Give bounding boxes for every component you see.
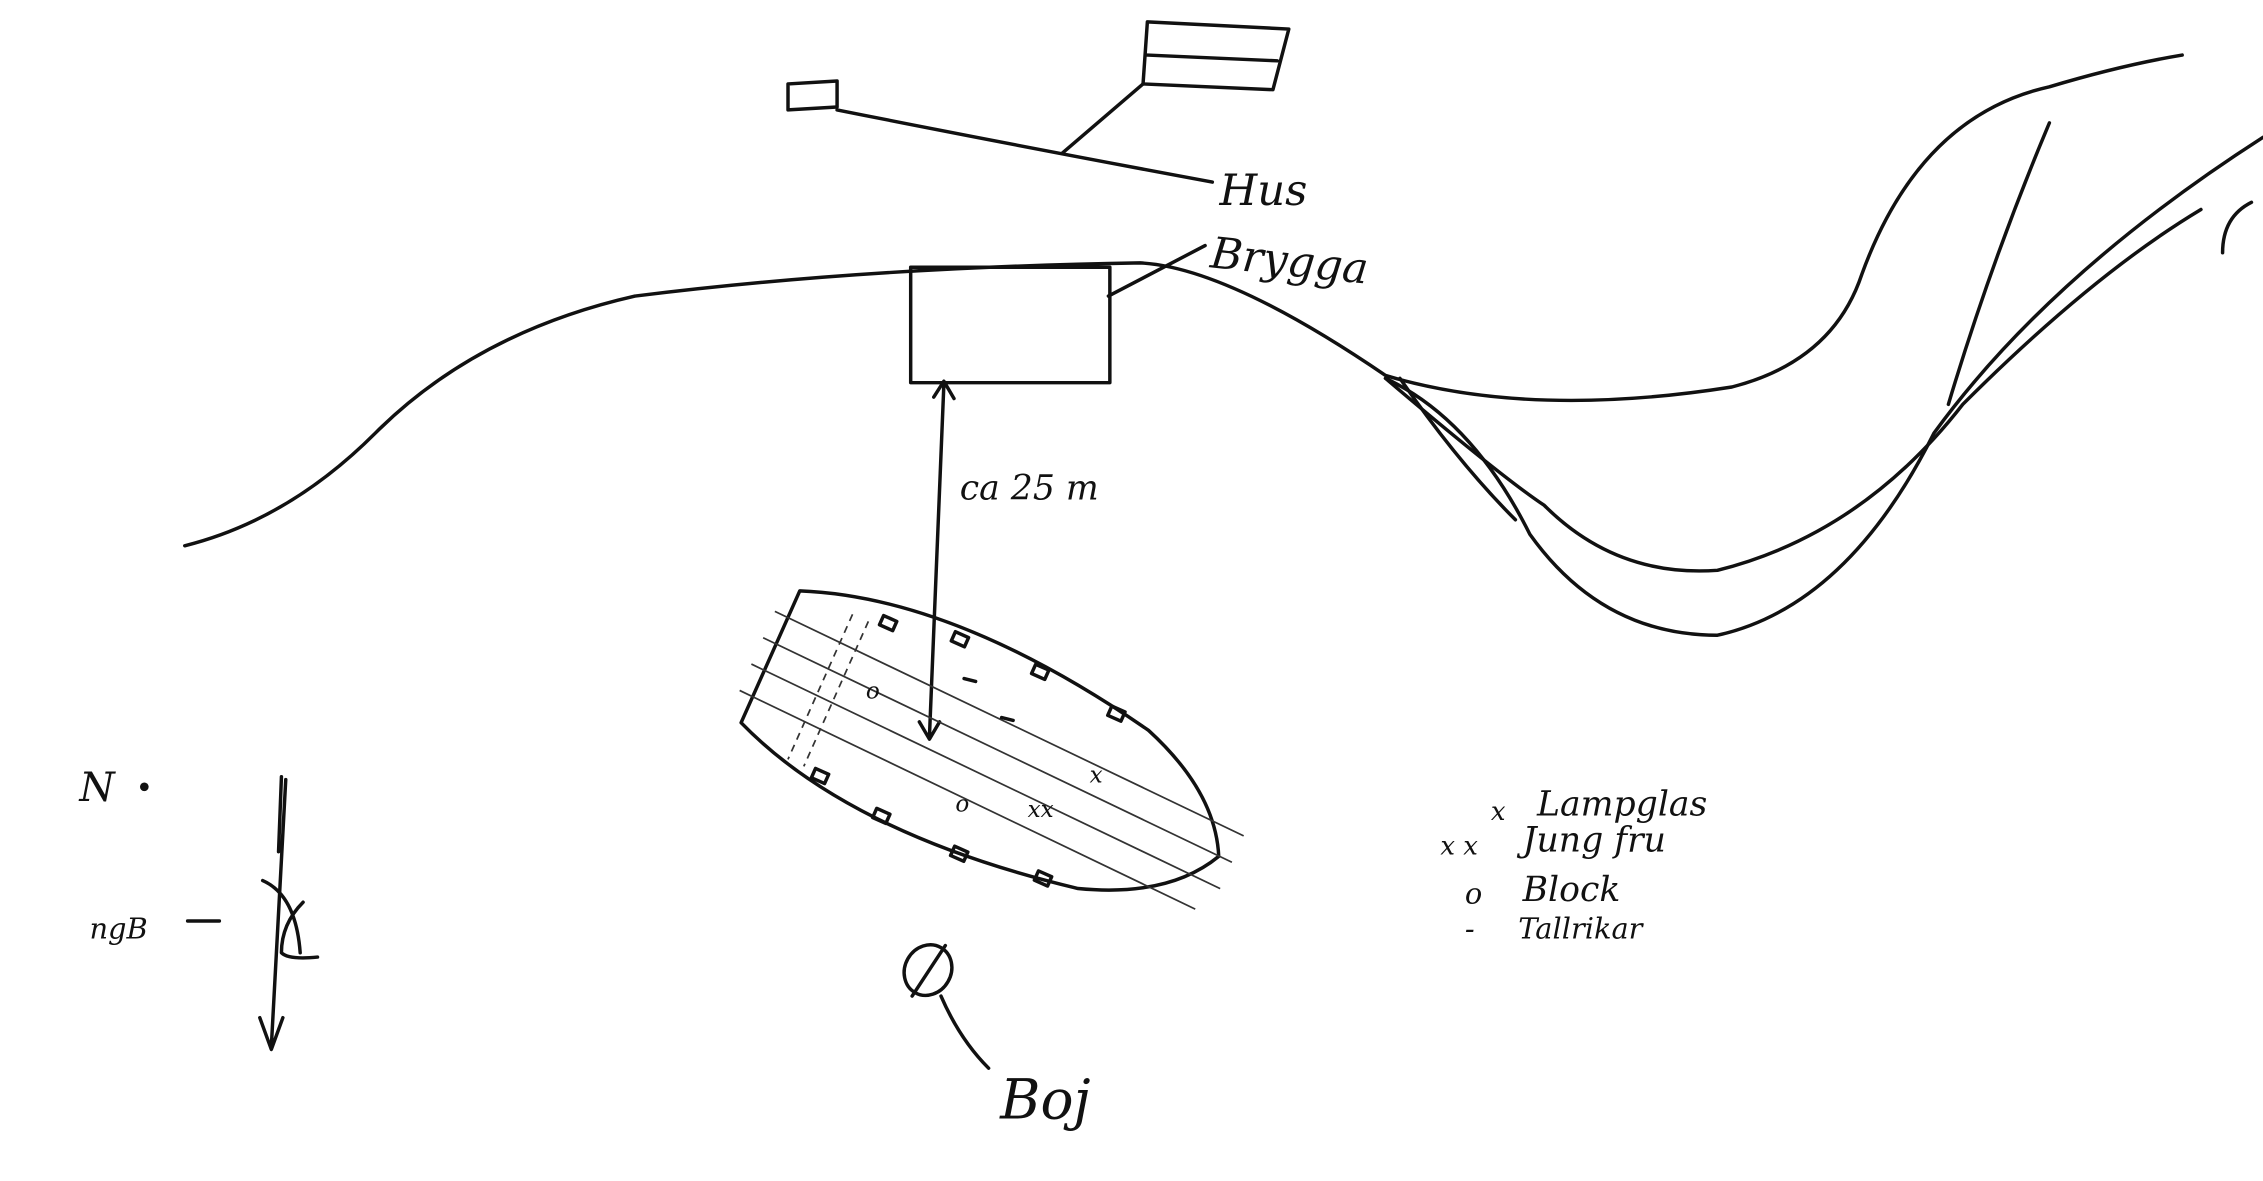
lampglas-marker: x (1090, 762, 1103, 788)
legend-symbol: x x (1440, 832, 1478, 862)
legend-label: Lampglas (1536, 785, 1707, 825)
shoreline-inlet (1383, 135, 2263, 637)
legend-label: Block (1522, 870, 1621, 910)
magnetic-note: ngB (89, 911, 147, 945)
jetty-drawing (908, 265, 1112, 385)
shoreline (183, 53, 2184, 548)
distance-arrow (917, 379, 956, 741)
jungfru-marker: xx (1028, 797, 1054, 823)
block-marker: o (955, 791, 969, 817)
buoy-label: Boj (999, 1068, 1090, 1132)
jetty-label: Brygga (1207, 228, 1371, 294)
legend-label: Tallrikar (1518, 911, 1644, 945)
legend-symbol: x (1491, 797, 1506, 827)
block-marker: o (866, 679, 880, 705)
legend: x Lampglas x x Jung fru o Block - Tallri… (1440, 785, 1707, 946)
legend-symbol: - (1465, 911, 1475, 945)
legend-label: Jung fru (1517, 821, 1666, 861)
tallrikar-marker (962, 676, 1015, 723)
north-arrow-icon (185, 774, 320, 1052)
house-drawing (786, 20, 1291, 184)
distance-label: ca 25 m (960, 469, 1099, 509)
wreck-drawing (739, 589, 1245, 910)
buoy-icon (902, 943, 991, 1070)
north-label: N (78, 763, 116, 811)
legend-symbol: o (1465, 877, 1482, 911)
house-label: Hus (1219, 166, 1308, 216)
